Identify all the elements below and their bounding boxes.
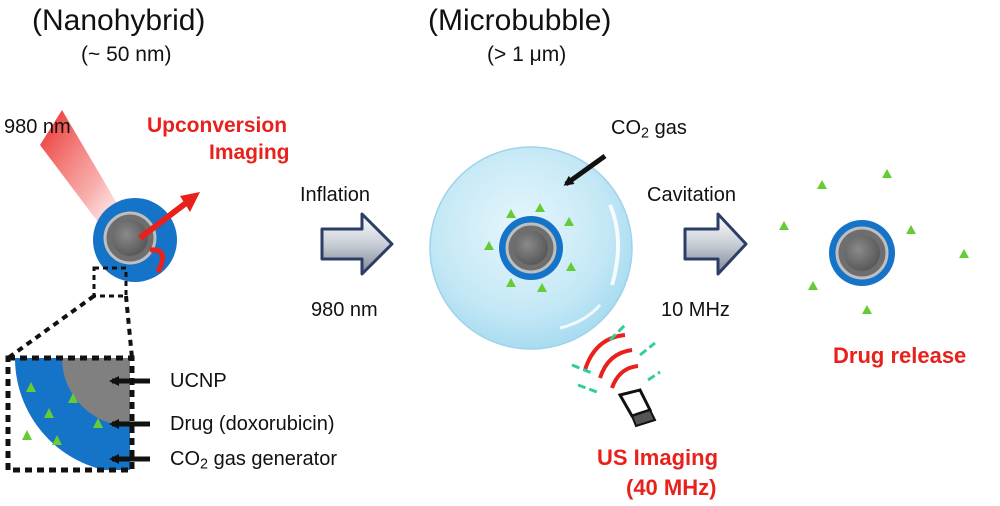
inflation-wavelength: 980 nm	[311, 299, 378, 321]
inflation-arrow	[320, 212, 394, 276]
upconversion-label-line2: Imaging	[209, 141, 290, 164]
laser-beam	[40, 110, 128, 238]
zoom-line-left	[6, 294, 96, 360]
legend-generator: CO2 gas generator	[170, 448, 337, 473]
zoom-box-large	[5, 355, 135, 473]
cavitation-arrow	[683, 212, 748, 276]
microbubble-drug-molecules	[484, 203, 576, 292]
us-imaging-label: US Imaging	[597, 445, 719, 470]
co2-pointer	[563, 153, 607, 187]
released-particle	[829, 220, 895, 286]
laser-wavelength-label: 980 nm	[4, 116, 71, 138]
zoom-drug-molecules	[22, 382, 103, 445]
legend-drug: Drug (doxorubicin)	[170, 413, 335, 435]
upconversion-arrow	[138, 192, 200, 241]
ultrasound-waves	[571, 323, 661, 394]
legend-ucnp: UCNP	[170, 370, 227, 392]
ultrasound-transducer-icon	[617, 388, 657, 428]
zoom-line-right	[124, 295, 134, 359]
us-imaging-frequency: (40 MHz)	[626, 475, 717, 500]
zoom-box-small	[92, 266, 128, 298]
released-drug-molecules	[779, 169, 969, 314]
microbubble-core-particle	[499, 216, 563, 280]
drug-release-label: Drug release	[833, 343, 967, 368]
nanohybrid-size: (~ 50 nm)	[81, 43, 172, 66]
nanohybrid-title: (Nanohybrid)	[32, 4, 206, 37]
upconversion-label-line1: Upconversion	[147, 114, 288, 137]
co2-gas-label: CO2 gas	[611, 117, 687, 142]
inflation-label: Inflation	[300, 184, 371, 206]
zoom-detail	[15, 358, 130, 470]
microbubble-title: (Microbubble)	[428, 4, 612, 37]
microbubble-size: (> 1 μm)	[487, 43, 567, 66]
cavitation-label: Cavitation	[647, 184, 736, 206]
nanohybrid-particle	[93, 198, 177, 282]
cavitation-frequency: 10 MHz	[661, 299, 730, 321]
